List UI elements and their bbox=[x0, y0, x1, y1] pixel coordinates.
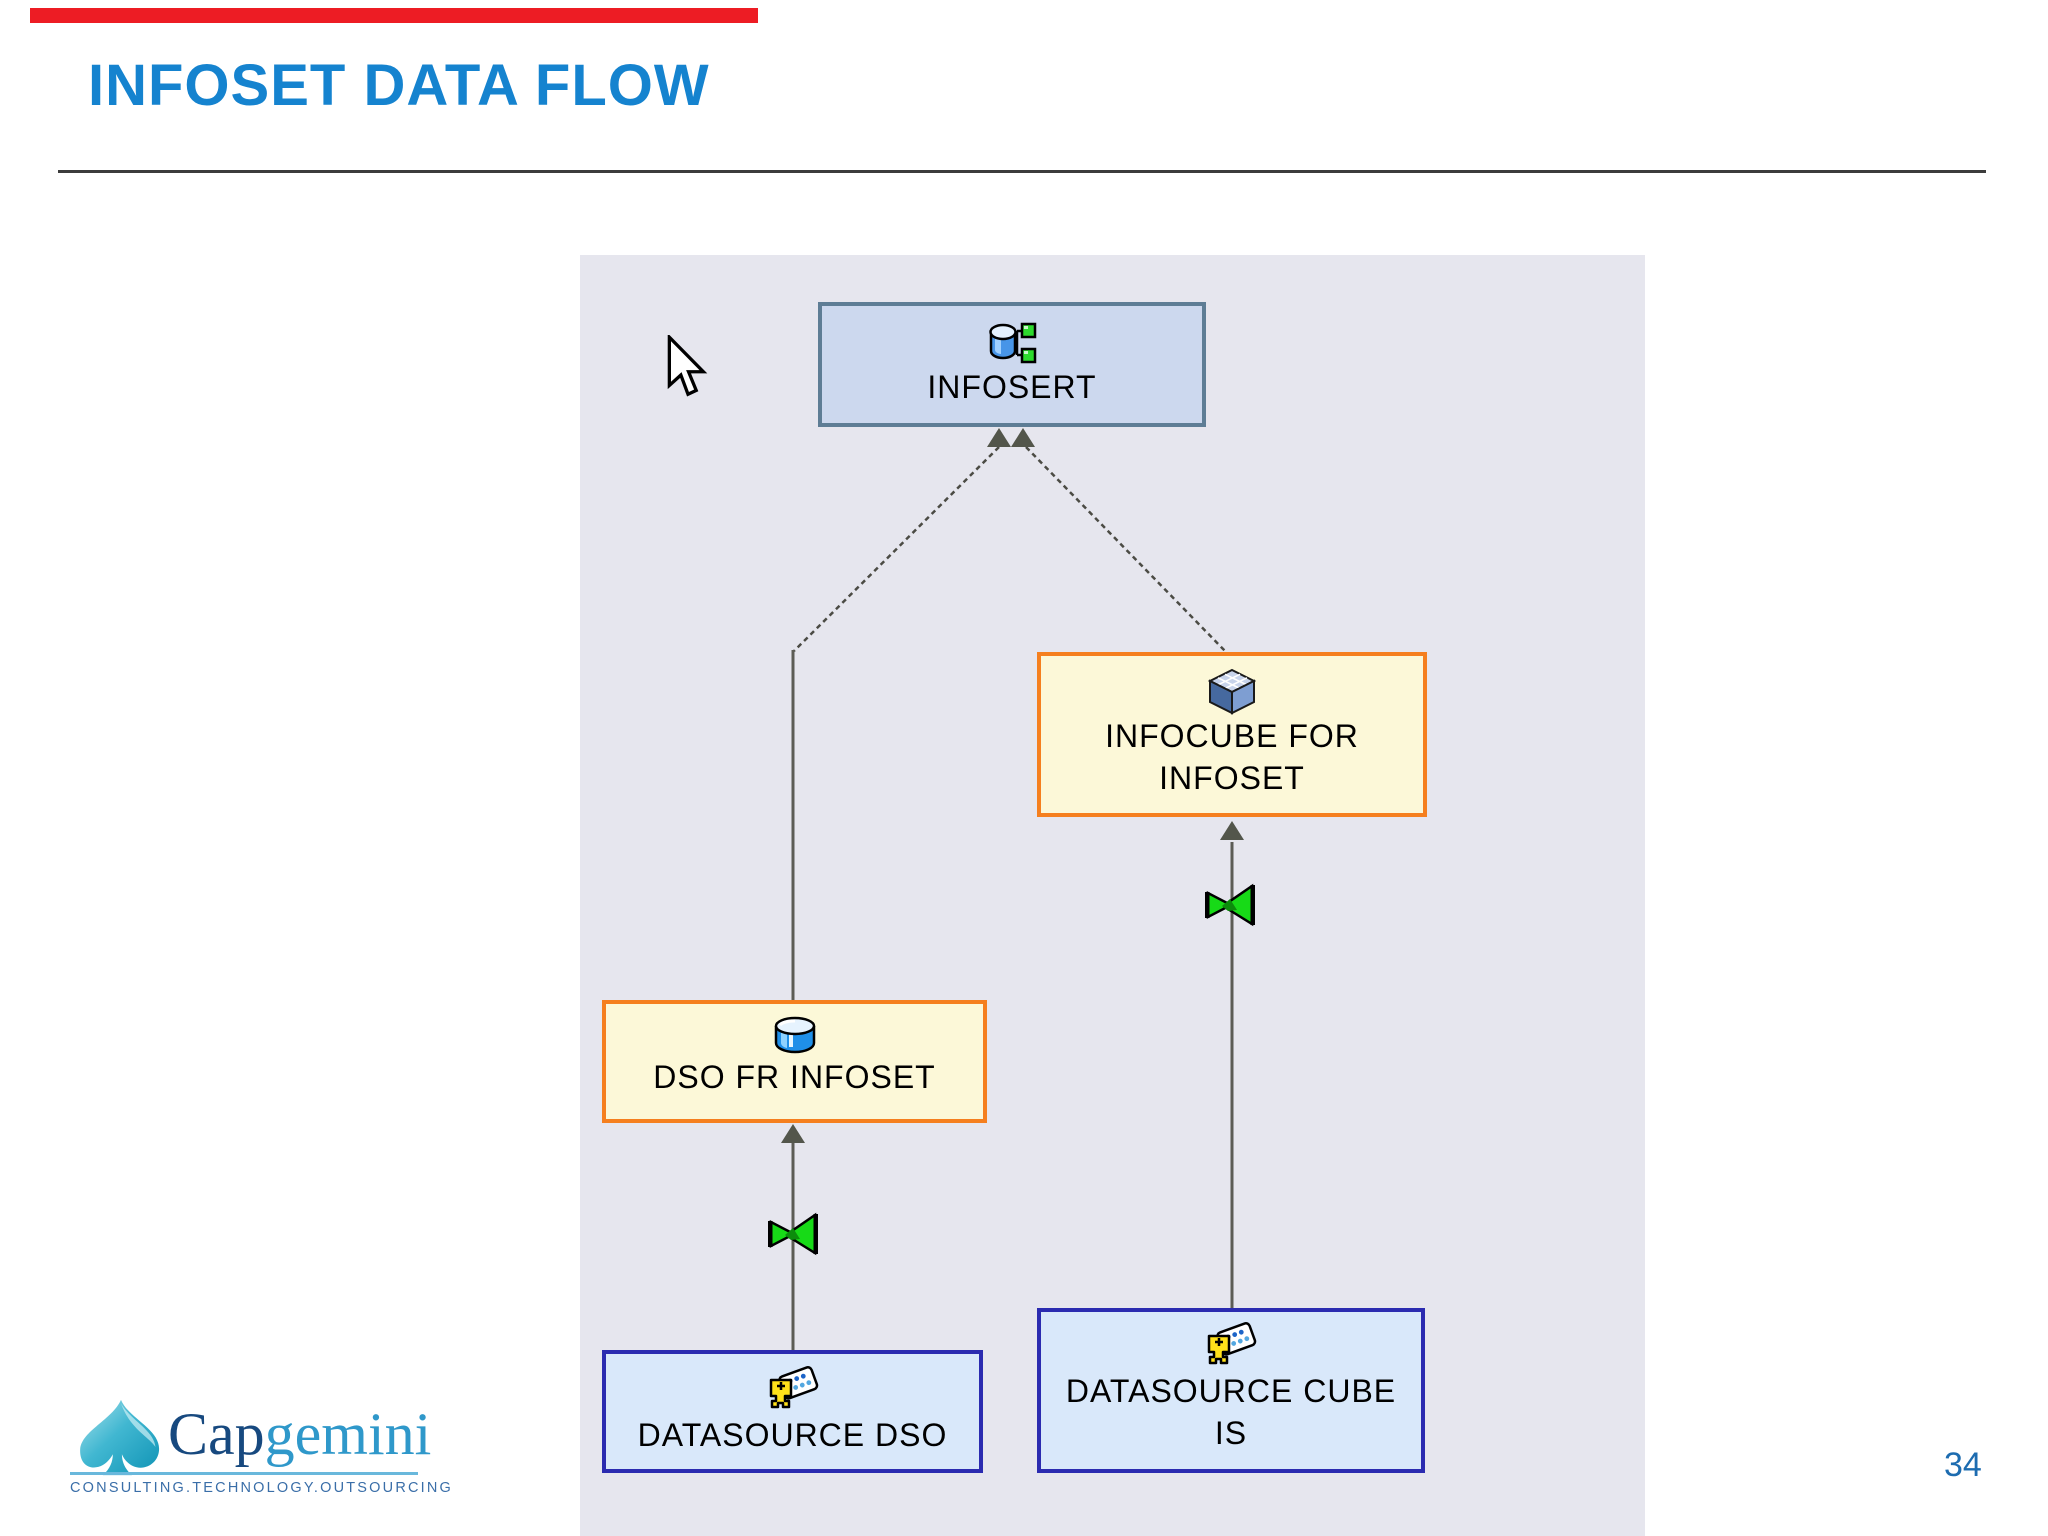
arrowhead bbox=[987, 428, 1011, 447]
node-dso-fr-infoset: DSO FR INFOSET bbox=[602, 1000, 987, 1123]
datasource-icon bbox=[1207, 1322, 1257, 1365]
dso-icon bbox=[774, 1016, 815, 1054]
node-label-line2: INFOSET bbox=[1159, 760, 1305, 796]
infoset-icon bbox=[989, 322, 1037, 364]
transformation-icon bbox=[768, 1212, 818, 1256]
node-label: DATASOURCE DSO bbox=[637, 1417, 948, 1453]
brand-wordmark: Capgemini bbox=[168, 1400, 431, 1469]
node-label: INFOSERT bbox=[927, 369, 1097, 405]
node-label-line1: INFOCUBE FOR bbox=[1105, 718, 1359, 754]
node-label-line1: DATASOURCE CUBE bbox=[1065, 1373, 1397, 1409]
node-infosert: INFOSERT bbox=[818, 302, 1206, 427]
logo-tagline: CONSULTING.TECHNOLOGY.OUTSOURCING bbox=[70, 1480, 454, 1496]
node-infocube-for-infoset: INFOCUBE FOR INFOSET bbox=[1037, 652, 1427, 817]
node-label-line2: IS bbox=[1214, 1415, 1248, 1451]
arrowhead bbox=[1011, 428, 1035, 447]
page-title: INFOSET DATA FLOW bbox=[88, 53, 710, 118]
transformation-icon bbox=[1205, 883, 1255, 927]
brand-gemini: gemini bbox=[264, 1401, 432, 1467]
arrow-cursor-icon bbox=[667, 335, 708, 397]
title-divider bbox=[58, 170, 1986, 173]
node-datasource-dso: DATASOURCE DSO bbox=[602, 1350, 983, 1473]
node-datasource-cube-is: DATASOURCE CUBE IS bbox=[1037, 1308, 1425, 1473]
logo-divider bbox=[70, 1472, 418, 1475]
arrowhead bbox=[781, 1124, 805, 1143]
spade-icon bbox=[80, 1399, 160, 1476]
arrowhead bbox=[1220, 821, 1244, 840]
brand-cap: Cap bbox=[168, 1401, 265, 1467]
datasource-icon bbox=[769, 1366, 818, 1409]
video-progress-bar bbox=[30, 8, 758, 23]
page-number: 34 bbox=[1944, 1446, 1982, 1484]
infocube-icon bbox=[1208, 668, 1256, 715]
node-label: DSO FR INFOSET bbox=[653, 1059, 936, 1095]
